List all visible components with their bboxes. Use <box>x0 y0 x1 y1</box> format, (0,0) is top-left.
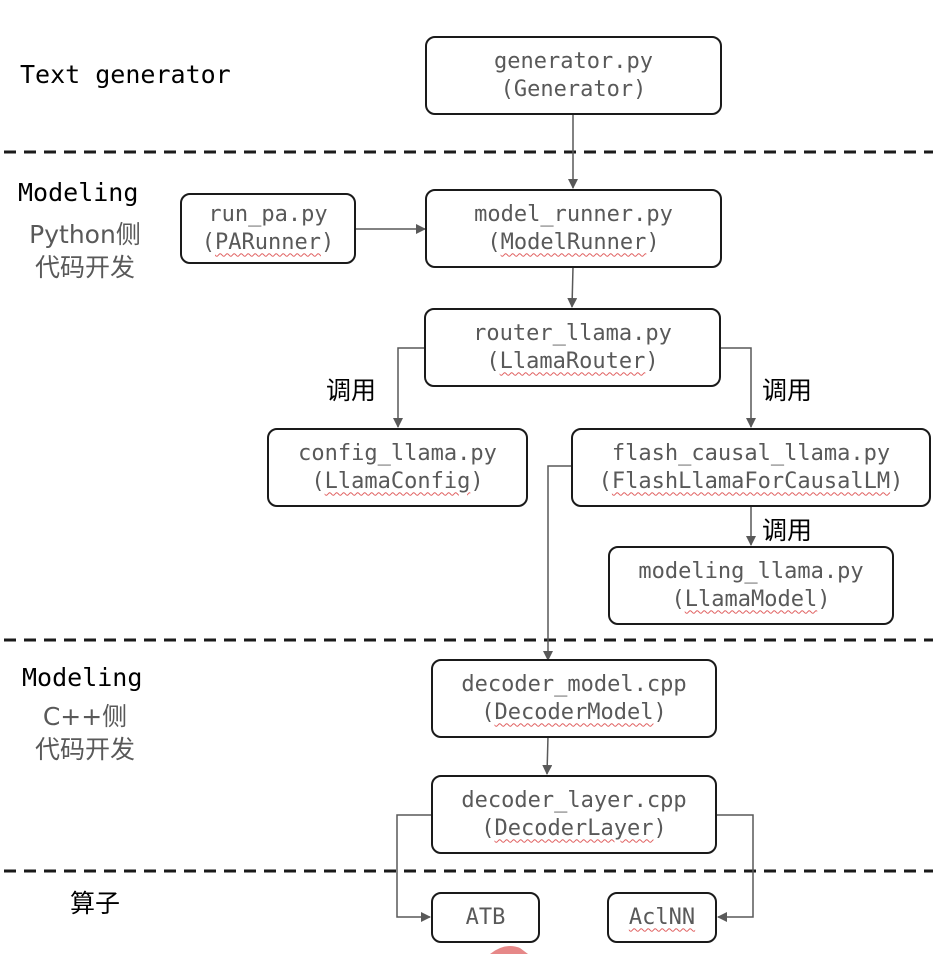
section-sub2-cpp: 代码开发 <box>34 735 135 764</box>
node-config-llama: config_llama.py (LlamaConfig) <box>267 428 528 507</box>
node-flash-causal-llama-class-line: (FlashLlamaForCausalLM) <box>598 468 904 494</box>
section-sub1-python: Python侧 <box>29 220 141 249</box>
node-run-pa-class: PARunner <box>215 229 321 255</box>
section-title-ops: 算子 <box>70 889 121 918</box>
node-model-runner-class-line: (ModelRunner) <box>487 229 660 255</box>
node-flash-causal-llama-file: flash_causal_llama.py <box>611 440 891 466</box>
node-config-llama-class: LlamaConfig <box>324 468 471 494</box>
section-sub1-cpp: C++侧 <box>42 702 128 731</box>
node-run-pa-class-line: (PARunner) <box>201 229 335 255</box>
node-decoder-model-class-line: (DecoderModel) <box>481 699 667 725</box>
node-model-runner: model_runner.py (ModelRunner) <box>425 189 722 268</box>
edge-label-call-modeling: 调用 <box>762 516 813 545</box>
node-run-pa-file: run_pa.py <box>208 201 328 227</box>
edge-router-config <box>393 347 425 428</box>
section-python: Modeling <box>18 178 138 207</box>
decorative-mark <box>490 946 528 954</box>
node-model-runner-class: ModelRunner <box>500 229 647 255</box>
node-router-llama: router_llama.py (LlamaRouter) <box>424 308 721 387</box>
node-atb-label: ATB <box>465 904 506 930</box>
node-config-llama-class-line: (LlamaConfig) <box>311 468 484 494</box>
node-modeling-llama-class: LlamaModel <box>684 586 818 612</box>
node-modeling-llama-file: modeling_llama.py <box>638 558 864 584</box>
section-title-modeling-cpp: Modeling <box>22 663 143 692</box>
edge-decoder-model-layer <box>542 735 553 775</box>
node-model-runner-file: model_runner.py <box>474 201 673 227</box>
node-generator: generator.py (Generator) <box>425 36 722 115</box>
node-decoder-layer-file: decoder_layer.cpp <box>461 787 687 813</box>
node-decoder-model-file: decoder_model.cpp <box>461 671 687 697</box>
node-run-pa: run_pa.py (PARunner) <box>180 193 356 264</box>
node-modeling-llama: modeling_llama.py (LlamaModel) <box>608 546 894 625</box>
section-sub-cpp: C++侧 代码开发 <box>20 700 150 766</box>
node-generator-class: Generator <box>513 76 634 102</box>
node-router-llama-class: LlamaRouter <box>499 348 646 374</box>
node-decoder-model-class: DecoderModel <box>494 699 654 725</box>
edge-model-runner-router <box>567 266 578 308</box>
node-generator-class-line: (Generator) <box>500 76 647 102</box>
node-modeling-llama-class-line: (LlamaModel) <box>671 586 831 612</box>
section-sub-python: Python侧 代码开发 <box>18 218 152 284</box>
node-aclnn-label: AclNN <box>628 904 696 930</box>
edge-flash-causal-decoder-model <box>543 465 572 661</box>
section-cpp: Modeling <box>22 663 142 692</box>
edge-decoder-layer-atb <box>396 814 432 922</box>
edge-label-call-left: 调用 <box>326 376 377 405</box>
section-title-modeling-python: Modeling <box>18 178 139 207</box>
node-flash-causal-llama: flash_causal_llama.py (FlashLlamaForCaus… <box>571 428 931 507</box>
node-router-llama-class-line: (LlamaRouter) <box>486 348 659 374</box>
node-decoder-layer-class: DecoderLayer <box>494 815 654 841</box>
node-generator-file: generator.py <box>494 48 653 74</box>
node-config-llama-file: config_llama.py <box>298 440 497 466</box>
section-sub2-python: 代码开发 <box>34 253 135 282</box>
node-decoder-model: decoder_model.cpp (DecoderModel) <box>431 659 717 738</box>
edge-router-flash-causal <box>720 347 756 428</box>
node-router-llama-file: router_llama.py <box>473 320 672 346</box>
edge-decoder-layer-aclnn <box>716 814 754 922</box>
node-atb: ATB <box>431 892 540 943</box>
node-flash-causal-llama-class: FlashLlamaForCausalLM <box>611 468 891 494</box>
node-decoder-layer-class-line: (DecoderLayer) <box>481 815 667 841</box>
node-aclnn: AclNN <box>607 892 717 943</box>
node-decoder-layer: decoder_layer.cpp (DecoderLayer) <box>431 775 717 854</box>
edge-label-call-right: 调用 <box>762 376 813 405</box>
section-title-text-generator: Text generator <box>20 60 231 89</box>
